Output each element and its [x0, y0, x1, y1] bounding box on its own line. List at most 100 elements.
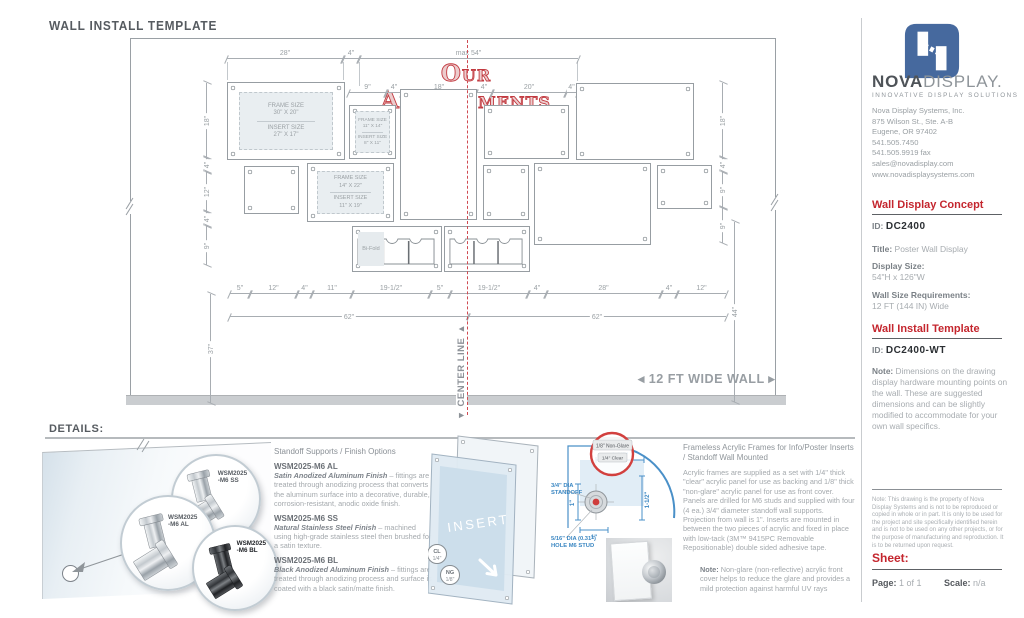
- template-id: ID: DC2400-WT: [872, 345, 946, 356]
- dim-row2-4: 4": [383, 84, 405, 98]
- standoff-code: WSM2025-M6 BL: [274, 555, 339, 565]
- dim-b1-4b: 4": [525, 285, 549, 299]
- dim-row2-20: 20": [489, 84, 569, 98]
- concept-id: ID: DC2400: [872, 221, 926, 232]
- frame-tall-18: [400, 89, 477, 220]
- standoff-render-bl: [206, 543, 243, 599]
- frame-28b: [534, 163, 651, 245]
- dim-b1-12: 12": [247, 285, 300, 299]
- standoff-callout-bl: WSM2025-M6 BL: [192, 525, 278, 611]
- badge-cl: CL: [433, 549, 441, 555]
- center-line: [467, 40, 468, 415]
- dim-row2-9: 9": [346, 84, 389, 98]
- standoff-dia-label: 3/4" DIA STANDOFF: [551, 483, 583, 496]
- dim-b2-62: 62": [227, 313, 471, 322]
- dim-left-12: 12": [203, 169, 212, 215]
- dim-right-4: 4": [719, 155, 728, 175]
- standoff-hole-marker: [62, 565, 79, 582]
- dim-right-9b: 9": [719, 205, 728, 246]
- standoff-options-heading: Standoff Supports / Finish Options: [274, 447, 396, 456]
- standoff-options-block: Standoff Supports / Finish Options WSM20…: [274, 447, 432, 593]
- center-line-label: ◂ CENTER LINE ▸: [456, 320, 467, 425]
- dim-left-18: 18": [203, 80, 212, 161]
- dim-b1-4c: 4": [658, 285, 680, 299]
- bifold-holder-left: Bi-Fold: [352, 226, 442, 272]
- frameless-heading: Frameless Acrylic Frames for Info/Poster…: [683, 443, 854, 462]
- frame-12b: [657, 165, 712, 209]
- sheet-scale: Scale: n/a: [944, 578, 986, 588]
- wall-right-line: [775, 38, 776, 396]
- sheet-page: Page: 1 of 1: [872, 578, 922, 588]
- sidebar-divider: [861, 18, 862, 602]
- dim-row2-4b: 4": [473, 84, 495, 98]
- svg-text:1/8": 1/8": [446, 577, 455, 583]
- svg-text:1/4" Clear: 1/4" Clear: [602, 456, 624, 462]
- template-heading: Wall Install Template: [872, 323, 980, 335]
- frame-12: [244, 166, 299, 214]
- bifold-pockets: [449, 238, 523, 265]
- svg-text:1": 1": [591, 535, 597, 541]
- dim-b1-11: 11": [309, 285, 355, 299]
- wall-top-line: [130, 38, 776, 39]
- legal-divider: [872, 489, 1002, 490]
- dim-b1-19half: 19-1/2": [349, 285, 433, 299]
- frame-20: [484, 105, 569, 159]
- details-divider: [45, 437, 855, 439]
- dim-b1-12b: 12": [674, 285, 729, 299]
- dim-right-44: 44": [731, 219, 740, 405]
- template-note: Note: Dimensions on the drawing display …: [872, 366, 1008, 431]
- badge-ng: NG: [446, 570, 454, 576]
- frameless-block: Frameless Acrylic Frames for Info/Poster…: [683, 443, 855, 553]
- dim-left-9: 9": [203, 223, 212, 268]
- svg-text:1-1/2": 1-1/2": [645, 492, 651, 509]
- dim-top-max54: max 54": [356, 50, 581, 64]
- insert-diagram: INSERT CL 1/4" NG 1/8": [428, 435, 539, 605]
- dim-left-37: 37": [207, 291, 216, 406]
- svg-text:1": 1": [570, 500, 576, 506]
- dim-b2-62b: 62": [465, 313, 729, 322]
- dim-b1-19halfb: 19-1/2": [447, 285, 531, 299]
- standoff-render-al: [133, 513, 178, 581]
- standoff-photo: [606, 538, 672, 602]
- logo-tagline: INNOVATIVE DISPLAY SOLUTIONS: [872, 92, 1019, 99]
- standoff-code: WSM2025-M6 SS: [274, 513, 339, 523]
- bifold-label: Bi-Fold: [362, 246, 380, 252]
- frame-11: [483, 165, 529, 220]
- legal-text: Note: This drawing is the property of No…: [872, 497, 1004, 549]
- dim-top-4: 4": [340, 50, 362, 64]
- dim-row2-4c: 4": [563, 84, 580, 98]
- dim-top-28: 28": [224, 50, 346, 64]
- corner-detail-diagram: 1-1/2" 1-1/2" 1" 1" 1/8" Non-Glare 1/4" …: [563, 431, 676, 541]
- dim-b1-5: 5": [227, 285, 253, 299]
- bifold-holder-right: [444, 226, 530, 272]
- logo-wordmark: NOVADISPLAY.: [872, 72, 1003, 91]
- standoff-code: WSM2025-M6 AL: [274, 462, 338, 471]
- wall-size-value: 12 FT (144 IN) Wide: [872, 301, 949, 311]
- concept-title: Title: Poster Wall Display: [872, 244, 968, 254]
- display-size-value: 54"H x 126"W: [872, 272, 925, 282]
- page-title: WALL INSTALL TEMPLATE: [49, 19, 218, 33]
- frame-28: [576, 83, 694, 160]
- nova-display-logo-icon: [904, 23, 960, 79]
- frameless-body: Acrylic frames are supplied as a set wit…: [683, 468, 855, 553]
- dim-right-9: 9": [719, 169, 728, 211]
- dim-b1-28: 28": [543, 285, 664, 299]
- company-address: Nova Display Systems, Inc.875 Wilson St.…: [872, 106, 975, 179]
- svg-text:1/4": 1/4": [433, 556, 442, 562]
- hole-dia-label: 5/16" DIA (0.31") HOLE M6 STUD: [551, 536, 596, 549]
- display-size-label: Display Size:: [872, 261, 925, 271]
- sheet-heading: Sheet:: [872, 551, 909, 565]
- dim-b1-5b: 5": [427, 285, 453, 299]
- dim-right-18: 18": [719, 80, 728, 161]
- details-heading: DETAILS:: [49, 423, 104, 435]
- concept-heading: Wall Display Concept: [872, 199, 984, 211]
- svg-text:1/8" Non-Glare: 1/8" Non-Glare: [596, 444, 629, 450]
- wall-size-label: Wall Size Requirements:: [872, 290, 971, 300]
- dim-b1-4: 4": [294, 285, 315, 299]
- dim-left-4: 4": [203, 155, 212, 175]
- dim-left-4b: 4": [203, 209, 212, 229]
- wall-width-label: ◂ 12 FT WIDE WALL ▸: [638, 371, 776, 386]
